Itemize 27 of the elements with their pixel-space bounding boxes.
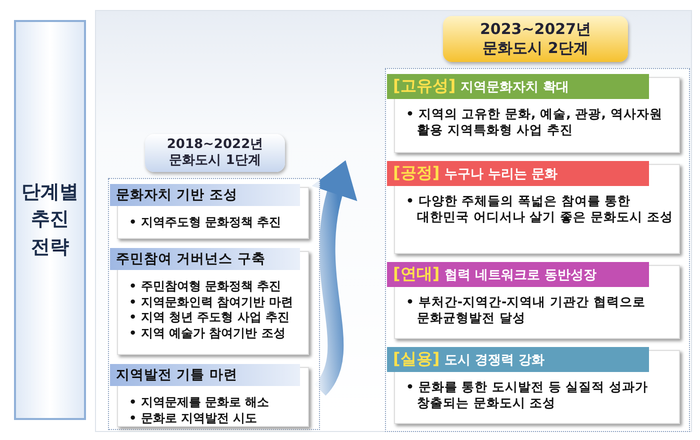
tag-text: [공정] [393, 163, 440, 184]
phase-title: 문화도시 2단계 [482, 39, 588, 58]
bullet-text: • 문화로 지역발전 시도 [128, 410, 258, 426]
bullet-text: • 부처간-지역간-지역내 기관간 협력으로 문화균형발전 달성 [405, 294, 646, 326]
phase-title: 문화도시 1단계 [169, 153, 261, 170]
tag-text: [연대] [393, 264, 440, 285]
row-header-label: 단계별 추진 전략 [14, 20, 86, 420]
year-range: 2018~2022년 [166, 136, 264, 153]
heading-text: 지역문화자치 확대 [460, 78, 570, 96]
heading-text: 협력 네트워크로 동반성장 [444, 266, 597, 284]
bullet-text: • 주민참여형 문화정책 추진 [128, 279, 282, 295]
year-range: 2023~2027년 [480, 20, 592, 39]
bullet-text: • 다양한 주체들의 폭넓은 참여를 통한 대한민국 어디서나 살기 좋은 문화도시 조성 [405, 193, 674, 226]
tag-text: [실용] [393, 349, 440, 370]
heading-text: 문화자치 기반 조성 [116, 186, 238, 204]
heading-text: 지역발전 기틀 마련 [116, 366, 238, 384]
bullet-text: • 지역의 고유한 문화, 예술, 관광, 역사자원 활용 지역특화형 사업 추진 [405, 106, 664, 138]
bullet-text: • 지역 청년 주도형 사업 추진 [128, 310, 291, 326]
heading-text: 주민참여 거버넌스 구축 [116, 250, 266, 268]
heading-text: 도시 경쟁력 강화 [444, 352, 545, 368]
bullet-text: • 지역 예술가 참여기반 조성 [128, 326, 286, 342]
heading-text: 누구나 누리는 문화 [444, 166, 558, 182]
bullet-text: • 지역문제를 문화로 해소 [128, 395, 270, 411]
tag-text: [고유성] [393, 76, 456, 97]
bullet-text: • 문화를 통한 도시발전 등 실질적 성과가 창출되는 문화도시 조성 [405, 379, 650, 412]
bullet-text: • 지역문화인력 참여기반 마련 [128, 294, 294, 310]
bullet-text: • 지역주도형 문화정책 추진 [128, 215, 282, 231]
